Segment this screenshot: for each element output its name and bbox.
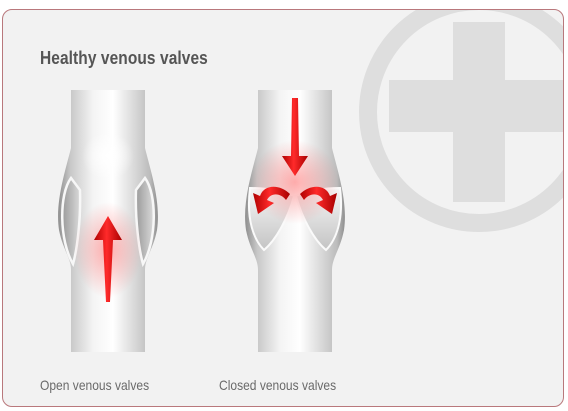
glow-top [82, 132, 134, 180]
caption-open-valves: Open venous valves [40, 377, 149, 393]
closed-valve-illustration [240, 90, 350, 352]
badge-cross-horizontal [389, 80, 564, 132]
caption-closed-valves: Closed venous valves [219, 377, 336, 393]
medical-cross-icon [359, 9, 564, 232]
open-valve-illustration [53, 90, 163, 352]
figure-title: Healthy venous valves [40, 48, 208, 69]
figure-card: Healthy venous valves [2, 9, 564, 407]
